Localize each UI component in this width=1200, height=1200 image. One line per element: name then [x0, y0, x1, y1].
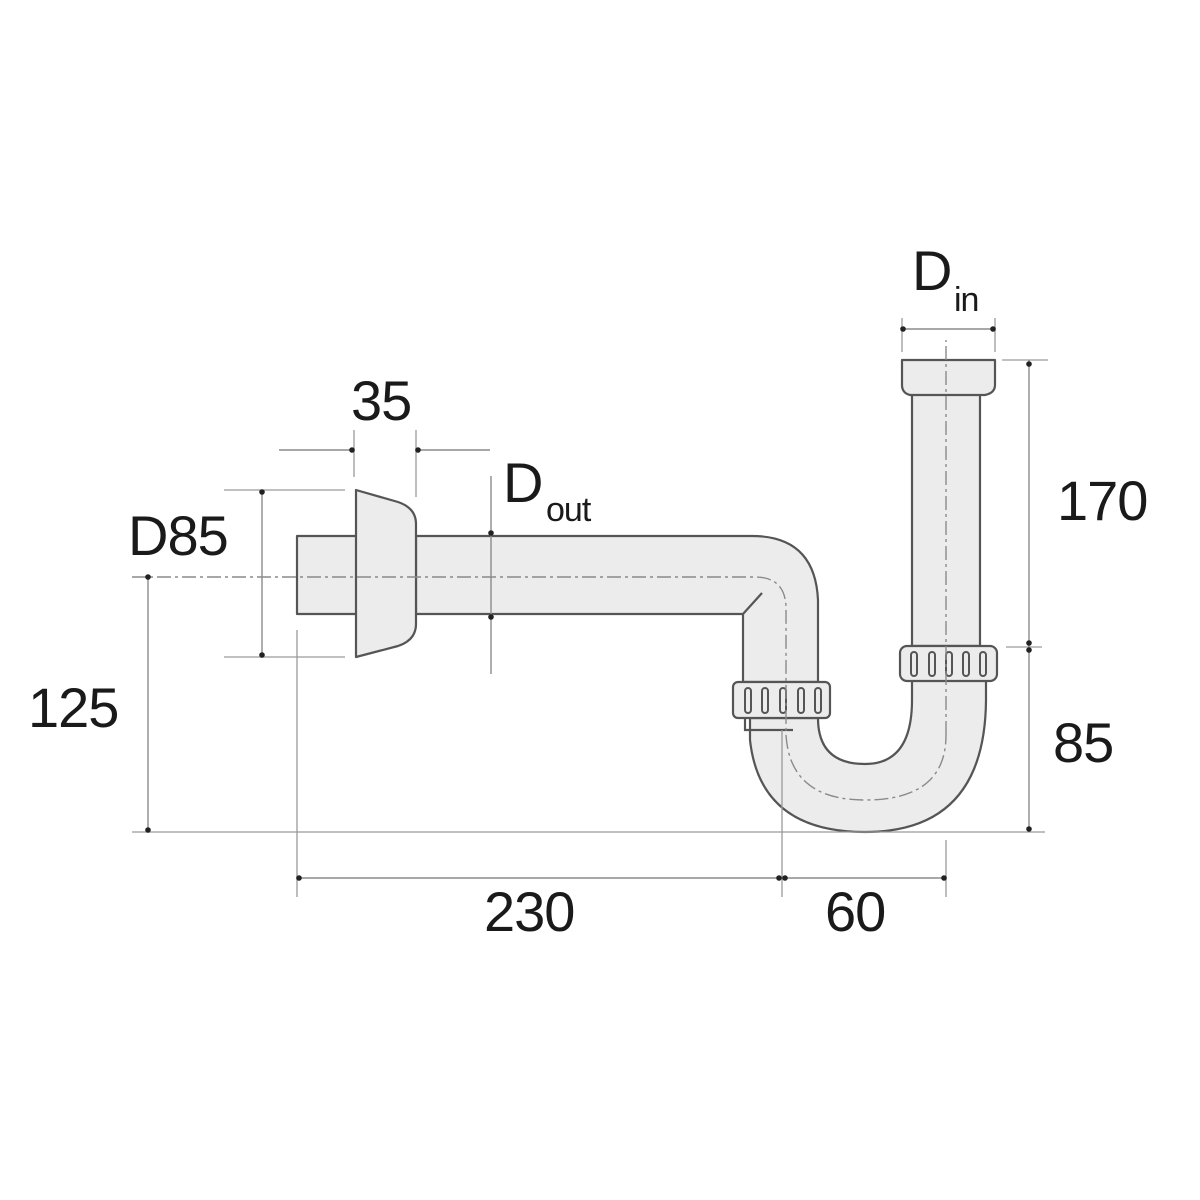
dim-outlet-diameter: D out — [488, 451, 593, 674]
left-union-nut — [731, 680, 832, 720]
label-230: 230 — [484, 880, 574, 943]
label-d-in-sub: in — [954, 281, 978, 319]
left-nut-sleeve — [743, 718, 793, 732]
horizontal-outlet-pipe — [414, 534, 820, 684]
dim-escutcheon-diameter: D85 — [128, 489, 345, 658]
label-35: 35 — [351, 369, 411, 432]
label-170: 170 — [1057, 469, 1147, 532]
dim-escutcheon-depth: 35 — [279, 369, 490, 497]
dim-horizontal-lengths: 230 60 — [296, 630, 947, 943]
label-60: 60 — [825, 880, 885, 943]
outlet-stub — [295, 534, 359, 616]
label-d-in-main: D — [912, 239, 951, 302]
dim-vertical-heights: 170 85 — [1002, 359, 1148, 832]
centerlines — [132, 340, 947, 801]
inlet-cap — [900, 358, 997, 397]
right-union-nut — [898, 644, 999, 683]
label-125: 125 — [28, 676, 118, 739]
bend-miter-line — [742, 592, 763, 615]
dim-outlet-center-height: 125 — [28, 574, 1045, 833]
label-85: 85 — [1053, 711, 1113, 774]
label-d-out-sub: out — [546, 491, 592, 529]
dim-inlet-diameter: D in — [900, 239, 996, 352]
wall-escutcheon — [354, 488, 418, 659]
trap-assembly — [295, 358, 999, 834]
label-d-out-main: D — [503, 451, 542, 514]
label-d85: D85 — [128, 504, 228, 567]
